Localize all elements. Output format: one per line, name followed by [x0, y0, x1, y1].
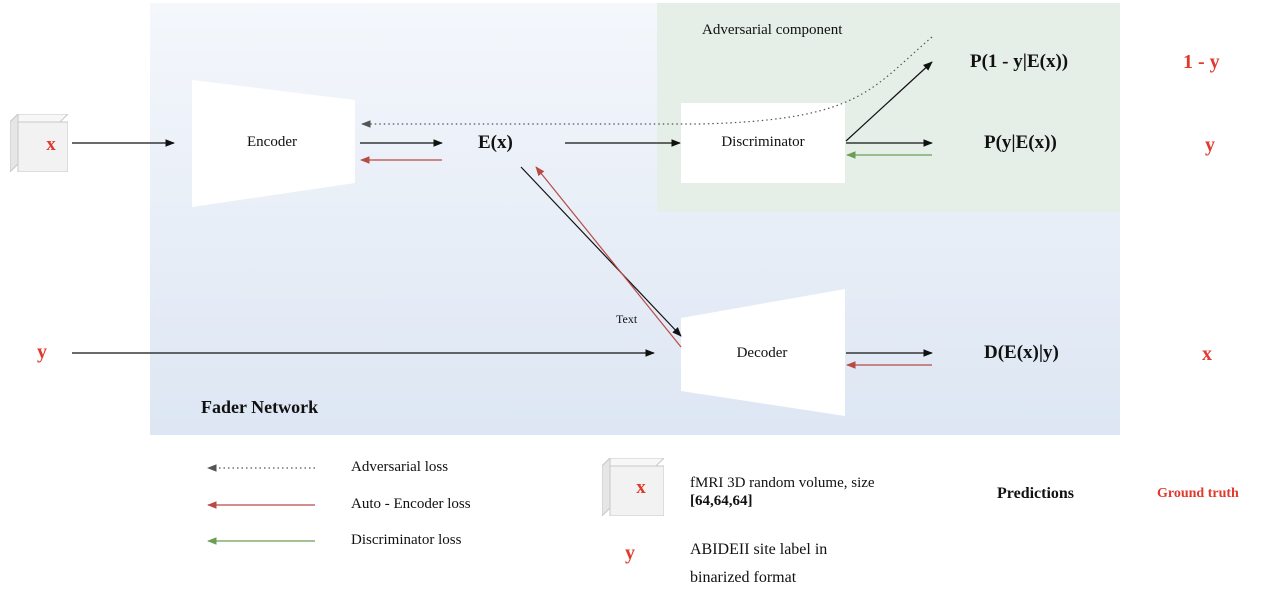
legend-abide-line1: ABIDEII site label in: [690, 541, 828, 558]
arrow-adversarial-loss: [361, 36, 933, 128]
encoder-label: Encoder: [247, 134, 297, 150]
input-volume-cube: x: [10, 114, 68, 172]
edge-text-label: Text: [616, 312, 638, 326]
discriminator-label: Discriminator: [721, 134, 805, 150]
legend-predictions-label: Predictions: [997, 485, 1075, 502]
legend-discriminator-label: Discriminator loss: [351, 532, 462, 548]
legend-fmri-line2: [64,64,64]: [690, 493, 753, 509]
output-p-not-y: P(1 - y|E(x)): [970, 51, 1069, 72]
arrow-disc-to-pnoty: [845, 61, 933, 142]
discriminator-block: [681, 103, 845, 183]
truth-not-y: 1 - y: [1183, 51, 1220, 73]
fader-network-title: Fader Network: [201, 397, 319, 417]
legend-autoencoder-label: Auto - Encoder loss: [351, 496, 471, 512]
legend-adversarial-label: Adversarial loss: [351, 459, 449, 475]
input-y-label: y: [37, 341, 47, 363]
legend-ground-truth-label: Ground truth: [1157, 486, 1239, 501]
legend-cube-x-label: x: [636, 477, 646, 498]
input-x-label: x: [46, 134, 56, 155]
truth-y: y: [1205, 134, 1215, 156]
truth-x: x: [1202, 343, 1212, 365]
arrow-latent-to-decoder: [520, 166, 682, 337]
decoder-label: Decoder: [736, 345, 788, 361]
adversarial-component-title: Adversarial component: [702, 22, 843, 38]
legend-fmri-line1: fMRI 3D random volume, size: [690, 475, 875, 491]
output-decoded: D(E(x)|y): [984, 342, 1059, 363]
legend-volume-cube: x: [602, 458, 664, 516]
legend-abide-description: ABIDEII site label in binarized format: [690, 536, 827, 592]
latent-ex-label: E(x): [478, 132, 513, 153]
legend-fmri-description: fMRI 3D random volume, size [64,64,64]: [690, 474, 875, 510]
decoder-block: [681, 289, 845, 416]
legend-y-symbol: y: [625, 542, 635, 564]
encoder-block: [192, 80, 355, 207]
output-p-y: P(y|E(x)): [984, 132, 1057, 153]
legend-abide-line2: binarized format: [690, 569, 797, 586]
arrow-ae-loss-latent: [535, 166, 682, 348]
